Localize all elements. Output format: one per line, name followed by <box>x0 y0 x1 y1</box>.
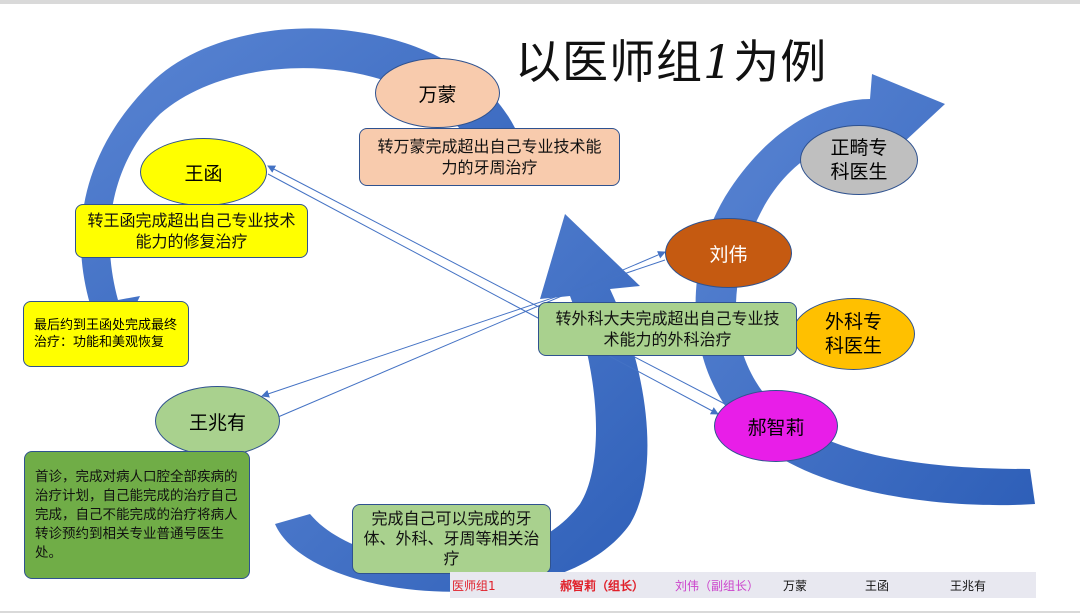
diagram-title: 以医师组1为例 <box>515 26 827 92</box>
title-suffix: 为例 <box>733 35 828 89</box>
box-transfer-wanghan: 转王函完成超出自己专业技术能力的修复治疗 <box>75 204 308 258</box>
legend-group: 医师组1 <box>452 579 496 593</box>
title-text: 以医师组 <box>515 35 703 89</box>
node-hezhili-label: 郝智莉 <box>747 416 805 439</box>
node-liuwei-label: 刘伟 <box>709 243 748 266</box>
curved-arrow-right <box>695 74 1035 506</box>
box-self-complete-text: 完成自己可以完成的牙体、外科、牙周等相关治疗 <box>363 509 540 568</box>
box-transfer-surgery-text: 转外科大夫完成超出自己专业技术能力的外科治疗 <box>555 309 780 349</box>
box-final-wanghan-text: 最后约到王函处完成最终治疗：功能和美观恢复 <box>34 318 178 350</box>
box-first-visit-text: 首诊，完成对病人口腔全部疾病的治疗计划，自己能完成的治疗自己完成，自己不能完成的… <box>35 468 238 561</box>
node-wanmeng: 万蒙 <box>375 58 500 128</box>
group-legend: 医师组1 郝智莉（组长） 刘伟（副组长） 万蒙 王函 王兆有 <box>450 572 1036 598</box>
box-transfer-wanmeng: 转万蒙完成超出自己专业技术能力的牙周治疗 <box>359 128 620 186</box>
box-self-complete: 完成自己可以完成的牙体、外科、牙周等相关治疗 <box>352 504 551 574</box>
node-wanmeng-label: 万蒙 <box>418 83 457 106</box>
legend-member-1: 万蒙 <box>783 579 808 593</box>
curved-arrow-bottom <box>275 214 648 592</box>
legend-member-3: 王兆有 <box>950 579 987 593</box>
legend-member-2: 王函 <box>865 579 890 593</box>
node-wanghan: 王函 <box>140 138 267 206</box>
legend-deputy: 刘伟（副组长） <box>675 579 760 593</box>
node-waike: 外科专科医生 <box>792 298 915 370</box>
node-wangzhaoyou: 王兆有 <box>155 386 280 456</box>
connector-wangzhaoyou-liuwei <box>277 251 666 418</box>
node-liuwei: 刘伟 <box>665 218 792 288</box>
node-hezhili: 郝智莉 <box>714 390 838 462</box>
box-first-visit: 首诊，完成对病人口腔全部疾病的治疗计划，自己能完成的治疗自己完成，自己不能完成的… <box>24 451 250 579</box>
box-transfer-wanghan-text: 转王函完成超出自己专业技术能力的修复治疗 <box>87 211 296 251</box>
connector-wanghan-hezhili <box>267 173 719 415</box>
node-zhengqi-label: 正畸专科医生 <box>830 137 888 183</box>
connector-liuwei-wangzhaoyou <box>261 259 666 398</box>
node-wanghan-label: 王函 <box>184 162 223 185</box>
box-transfer-surgery: 转外科大夫完成超出自己专业技术能力的外科治疗 <box>538 302 797 356</box>
node-waike-label: 外科专科医生 <box>824 311 882 357</box>
slide-canvas: 以医师组1为例 万蒙 王函 正畸专科医生 刘伟 外科专科医生 郝智莉 王兆有 转… <box>0 4 1080 611</box>
node-wangzhaoyou-label: 王兆有 <box>188 411 246 434</box>
connector-hezhili-wanghan <box>267 165 726 405</box>
node-zhengqi: 正畸专科医生 <box>800 125 918 195</box>
box-final-wanghan: 最后约到王函处完成最终治疗：功能和美观恢复 <box>23 301 189 367</box>
legend-leader: 郝智莉（组长） <box>560 579 645 593</box>
box-transfer-wanmeng-text: 转万蒙完成超出自己专业技术能力的牙周治疗 <box>377 137 602 177</box>
title-numeral: 1 <box>703 35 734 89</box>
